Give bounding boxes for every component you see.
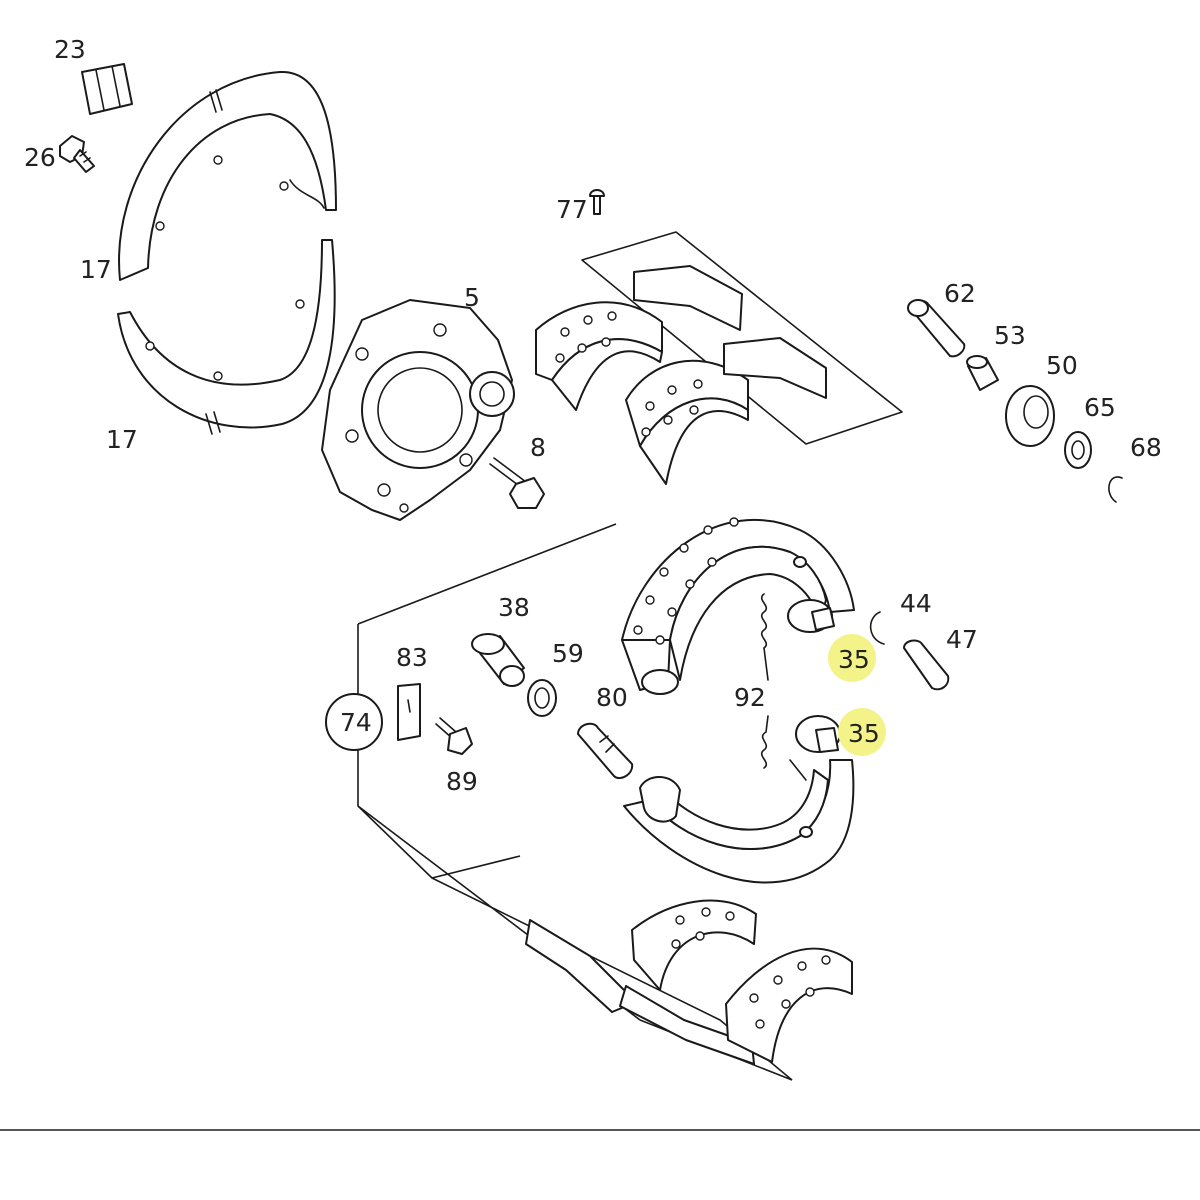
part-80-pin [577,722,634,780]
callout-17-upper: 17 [80,255,112,284]
callout-68: 68 [1130,433,1162,462]
part-23-clip [81,63,133,115]
callouts: 23 26 17 17 77 5 8 62 53 50 65 68 38 59 … [24,35,1162,796]
part-44-clip [869,611,885,645]
part-65-washer [1064,431,1092,469]
callout-35-upper: 35 [838,645,870,674]
callout-38: 38 [498,593,530,622]
highlight-35-lower [838,708,886,756]
part-38-bush [471,633,525,687]
brake-shoe-lower [623,715,855,884]
callout-53: 53 [994,321,1026,350]
part-62-pin [907,299,966,358]
part-53-bush [966,355,999,391]
highlight-35-upper [828,634,876,682]
callout-74: 74 [340,708,372,737]
lining-top-left-holes [555,311,617,363]
callout-59: 59 [552,639,584,668]
lining-top-right-holes [641,379,703,437]
callout-89: 89 [446,767,478,796]
callout-44: 44 [900,589,932,618]
lining-kit-frame-top [535,231,903,485]
callout-23: 23 [54,35,86,64]
part-17-backing-plate-lower [117,239,336,435]
callout-47: 47 [946,625,978,654]
lining-kit-bottom [525,899,853,1065]
callout-80: 80 [596,683,628,712]
callout-26: 26 [24,143,56,172]
part-92-springs [760,593,769,769]
part-50-roller [1005,385,1055,447]
callout-83: 83 [396,643,428,672]
part-5-brake-carrier [321,299,515,521]
part-77-rivet [589,189,605,215]
lining-bottom-left-holes [671,907,735,949]
part-17-backing-plate-upper [118,70,337,281]
part-89-screw [435,717,473,755]
callout-62: 62 [944,279,976,308]
part-59-washer [527,679,557,717]
part-83-plate [397,683,421,741]
callout-77: 77 [556,195,588,224]
callout-50: 50 [1046,351,1078,380]
lining-kit-frame-lower [357,523,793,1081]
callout-65: 65 [1084,393,1116,422]
callout-17-lower: 17 [106,425,138,454]
part-8-bolt [489,457,545,509]
part-74-circle [325,693,383,751]
callout-5: 5 [464,283,480,312]
brake-shoe-upper [621,517,855,695]
callout-35-lower: 35 [848,719,880,748]
lining-bottom-right-holes [749,955,831,1029]
callout-92: 92 [734,683,766,712]
part-47-pin [903,639,950,691]
part-68-clip [1108,476,1123,503]
shoe-upper-holes [633,517,739,645]
callout-8: 8 [530,433,546,462]
part-26-bolt [59,135,95,173]
